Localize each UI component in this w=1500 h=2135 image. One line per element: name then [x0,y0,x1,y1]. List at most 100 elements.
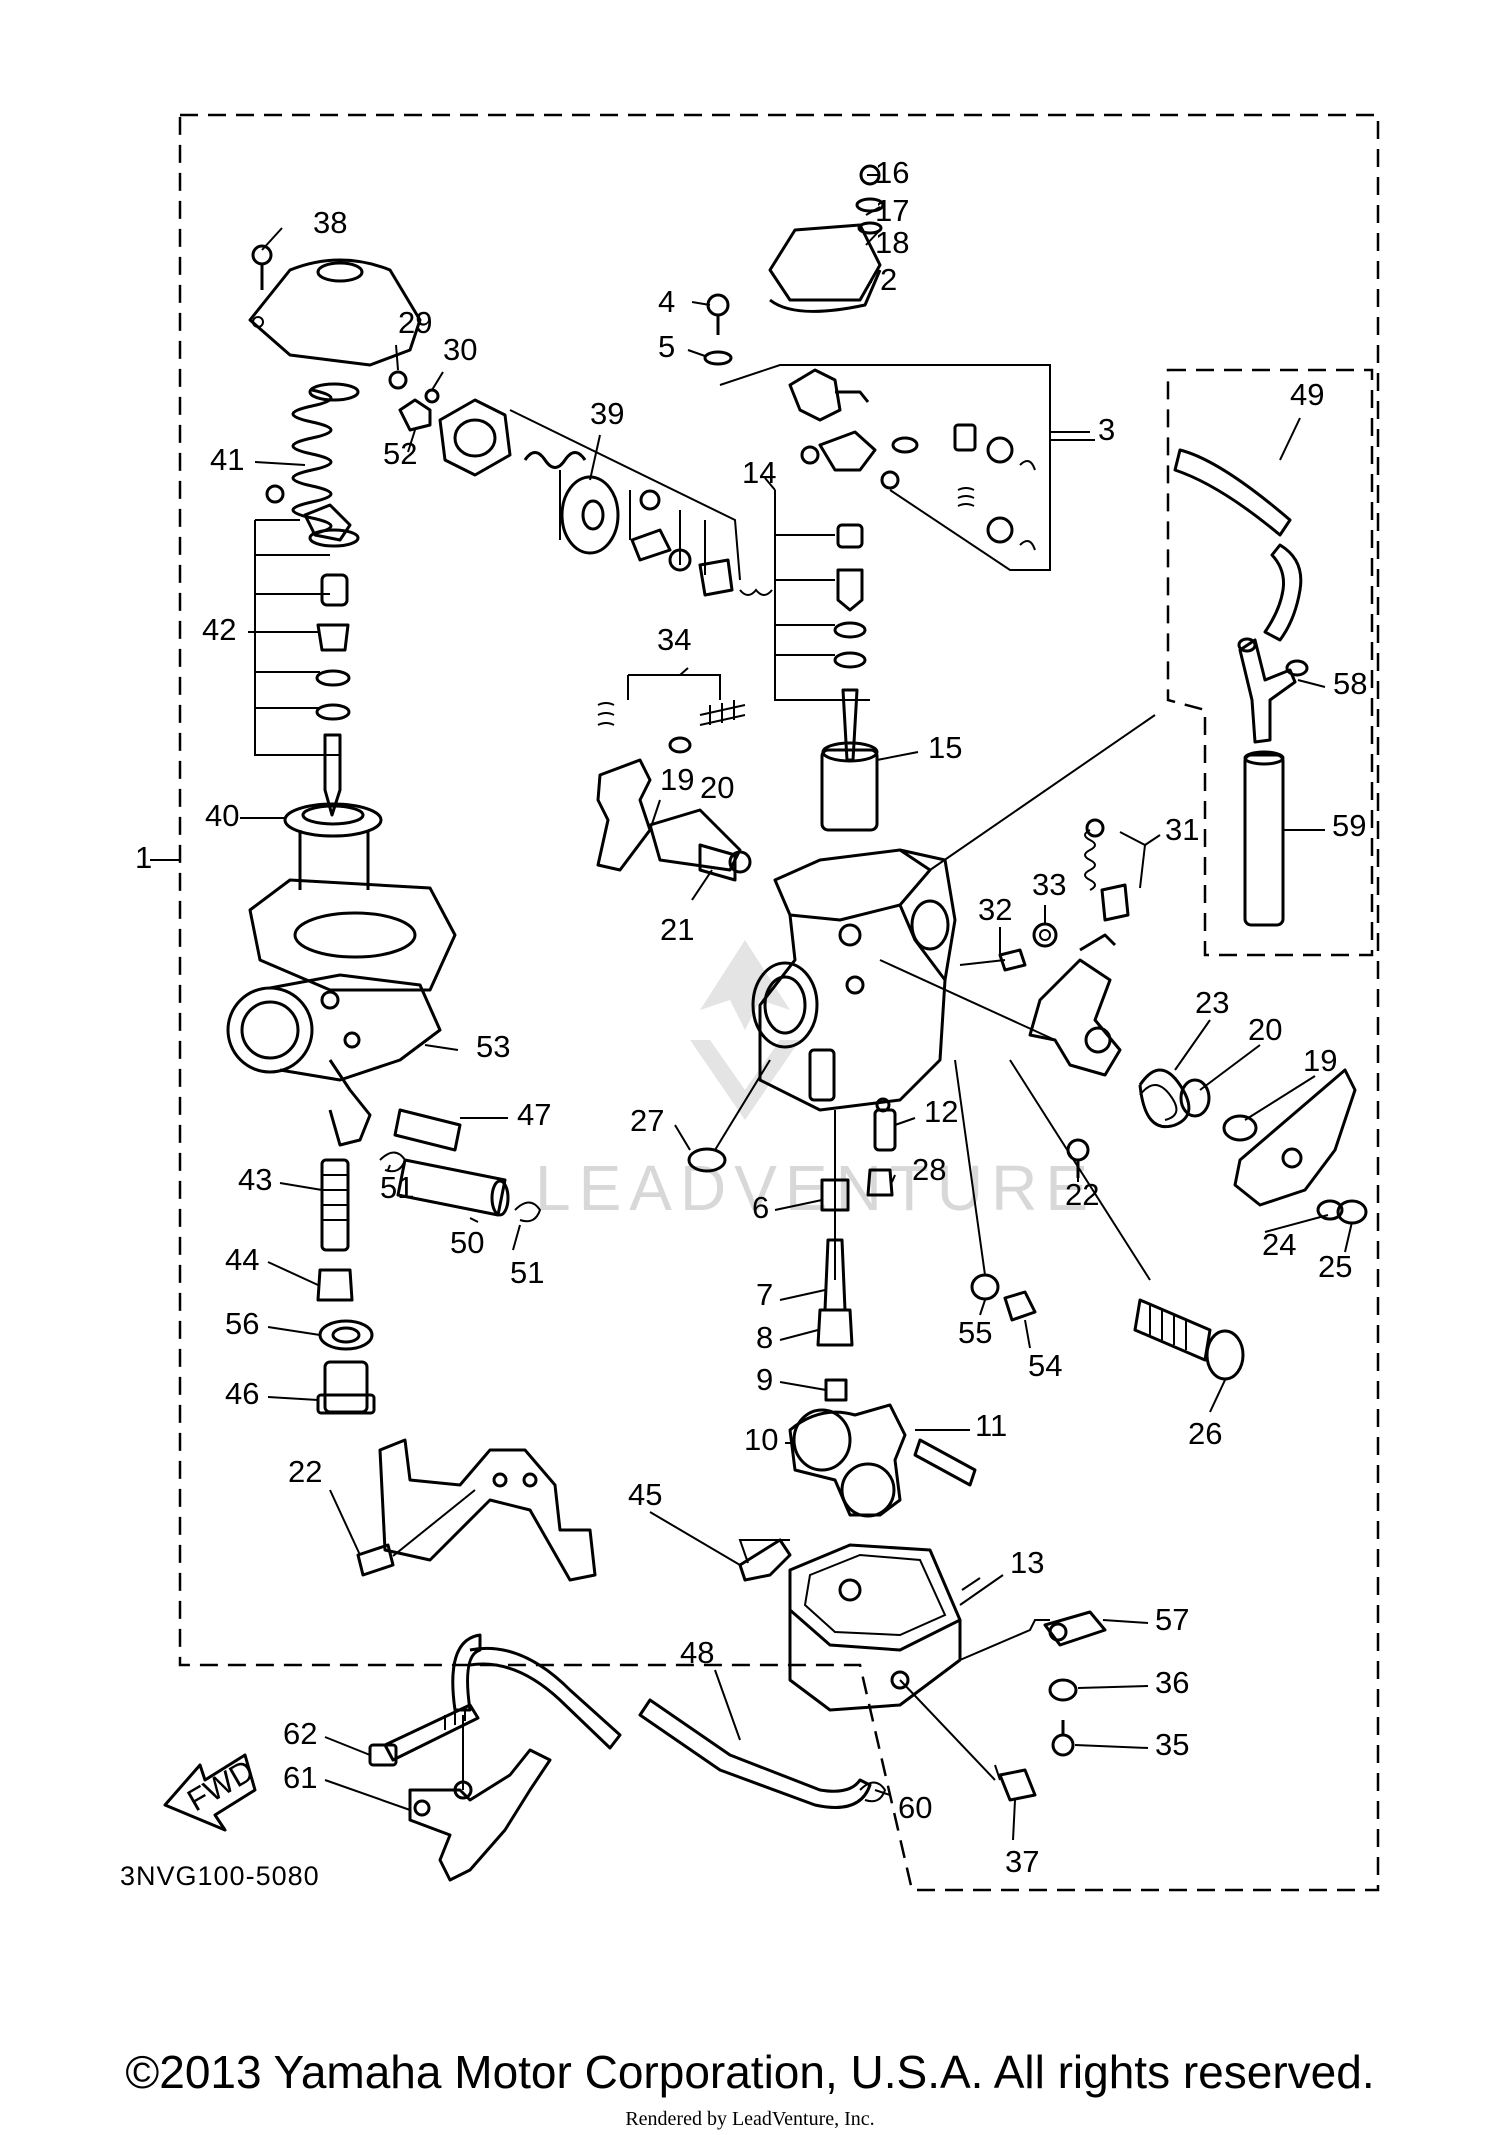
part-label-p39: 39 [590,396,624,431]
copyright-notice: ©2013 Yamaha Motor Corporation, U.S.A. A… [125,2046,1375,2098]
part-label-p27: 27 [630,1103,664,1138]
diaphragm-piston-40 [283,802,383,890]
screws-55-54-27 [687,1059,1037,1322]
drain-screw-37-clip-60 [859,1679,1037,1803]
part-label-p3: 3 [1098,412,1115,447]
part-label-p16: 16 [875,155,909,190]
part-label-p5: 5 [658,329,675,364]
joint-47-50 [379,1108,542,1223]
part-label-p62: 62 [283,1716,317,1751]
callout-lines [150,174,1353,1841]
part-label-p54: 54 [1028,1348,1062,1383]
spring-41 [291,382,360,548]
part-label-p13: 13 [1010,1545,1044,1580]
part-label-p60: 60 [898,1790,932,1825]
part-label-p19b: 19 [1303,1043,1337,1078]
part-label-p59: 59 [1332,808,1366,843]
part-label-p47: 47 [517,1097,551,1132]
part-label-p52: 52 [383,436,417,471]
part-label-p22b: 22 [288,1454,322,1489]
throttle-stop-34 [597,674,746,754]
part-label-p55: 55 [958,1315,992,1350]
part-label-p31: 31 [1165,812,1199,847]
part-label-p49: 49 [1290,377,1324,412]
part-label-p51a: 51 [380,1170,414,1205]
part-label-p38: 38 [313,205,347,240]
part-label-p11: 11 [975,1408,1007,1443]
part-label-p36: 36 [1155,1665,1189,1700]
part-label-p34: 34 [657,622,691,657]
part-label-p32: 32 [978,892,1012,927]
part-label-p37: 37 [1005,1844,1039,1879]
piston-valve-15 [820,741,919,832]
left-carburetor-body [226,878,457,1147]
diaphragm-cover-29-30-52-39 [388,370,773,597]
jets-6-7-8-9-12-28 [816,1097,897,1402]
part-label-p12: 12 [924,1094,958,1129]
part-label-p35: 35 [1155,1727,1189,1762]
part-label-p7: 7 [756,1277,773,1312]
part-label-p22a: 22 [1065,1177,1099,1212]
part-label-p40: 40 [205,798,239,833]
bracket-57-36-35 [959,1610,1107,1757]
part-label-p41: 41 [210,442,244,477]
part-label-p42: 42 [202,612,236,647]
joint-58 [1237,637,1309,744]
part-label-p57: 57 [1155,1602,1189,1637]
hose-59 [1243,750,1285,927]
hose-48 [451,1633,872,1809]
part-label-p17: 17 [875,193,909,228]
fwd-arrow: FWD [163,1753,260,1832]
part-label-p61: 61 [283,1760,317,1795]
diagram-code: 3NVG100-5080 [120,1861,320,1891]
part-label-p58: 58 [1333,666,1367,701]
main-carburetor-body [751,714,1156,1112]
part-label-p48: 48 [680,1635,714,1670]
part-label-p50: 50 [450,1225,484,1260]
part-label-p24: 24 [1262,1227,1296,1262]
needle-set-14 [774,445,870,762]
clamp-62 [368,1703,480,1767]
part-label-p25: 25 [1318,1249,1352,1284]
throttle-shaft-19-20-21 [596,758,752,901]
part-label-p56: 56 [225,1306,259,1341]
watermark-text: LEADVENTURE [535,1152,1096,1224]
watermark: LEADVENTURE [535,940,1096,1224]
part-label-p33: 33 [1032,867,1066,902]
part-label-p45: 45 [628,1477,662,1512]
assembly-boundary [178,113,1380,1892]
cover-2-16-17-18 [768,164,885,313]
part-label-p28: 28 [912,1152,946,1187]
bracket-22 [356,1438,597,1582]
drain-parts-43-44-56-46 [316,1158,376,1415]
part-label-p9: 9 [756,1362,773,1397]
part-label-p15: 15 [928,730,962,765]
part-label-p6: 6 [752,1190,769,1225]
float-bowl-13 [738,1538,1004,1712]
part-label-p4: 4 [658,284,675,319]
part-label-p23: 23 [1195,985,1229,1020]
part-label-p43: 43 [238,1162,272,1197]
part-label-p8: 8 [756,1320,773,1355]
part-label-p46: 46 [225,1376,259,1411]
part-label-p44: 44 [225,1242,259,1277]
top-cover-38 [248,244,422,367]
part-label-p26: 26 [1188,1416,1222,1451]
part-label-p18: 18 [875,225,909,260]
hose-kit-boundary [1166,368,1374,957]
float-10-11 [788,1403,977,1518]
part-label-p2: 2 [880,262,897,297]
starter-parts-23-20-19-24-25 [1066,1068,1368,1225]
part-label-p1: 1 [135,840,152,875]
part-label-p53: 53 [476,1029,510,1064]
part-label-p51b: 51 [510,1255,544,1290]
part-label-p30: 30 [443,332,477,367]
part-label-p29: 29 [398,305,432,340]
needle-set-42 [254,484,352,817]
part-label-p10: 10 [744,1422,778,1457]
part-label-p20a: 20 [700,770,734,805]
hose-49 [1173,448,1303,642]
choke-plunger-26 [1009,1059,1245,1381]
